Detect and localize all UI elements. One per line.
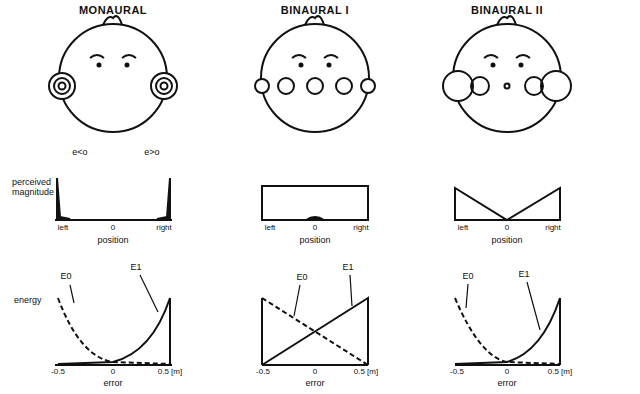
- axis-label: position: [299, 236, 330, 246]
- tick-label: 0.5 [m]: [158, 368, 182, 377]
- tick-label: right: [353, 224, 369, 233]
- head-monaural: [49, 16, 177, 132]
- column-heading: BINAURAL II: [471, 4, 543, 16]
- axis-label: position: [97, 236, 128, 246]
- tick-label: left: [458, 224, 469, 233]
- head-binaural-2: [443, 16, 571, 132]
- axis-title: energy: [14, 296, 42, 306]
- tick-label: 0: [505, 368, 509, 377]
- tick-label: right: [545, 224, 561, 233]
- column-heading: BINAURAL I: [281, 4, 349, 16]
- tick-label: left: [265, 224, 276, 233]
- energy-plots: [55, 298, 560, 365]
- curve-label: E1: [342, 263, 353, 273]
- tick-label: 0: [111, 368, 115, 377]
- curve-label: E1: [518, 270, 529, 280]
- leader-lines: [70, 275, 540, 330]
- tick-label: 0: [111, 224, 115, 233]
- head-binaural-1: [255, 16, 375, 132]
- condition-label: e<o: [72, 148, 87, 158]
- axis-title: perceived magnitude: [12, 178, 54, 198]
- curve-label: E0: [462, 272, 473, 282]
- curve-label: E1: [130, 263, 141, 273]
- tick-label: -0.5: [256, 368, 270, 377]
- tick-label: right: [156, 224, 172, 233]
- tick-label: -0.5: [51, 368, 65, 377]
- tick-label: 0: [313, 224, 317, 233]
- tick-label: 0: [313, 368, 317, 377]
- column-heading: MONAURAL: [79, 4, 147, 16]
- magnitude-plots: [55, 178, 560, 220]
- curve-label: E0: [296, 273, 307, 283]
- axis-label: error: [103, 379, 122, 389]
- axis-label: position: [491, 236, 522, 246]
- axis-label: error: [305, 379, 324, 389]
- tick-label: 0.5 [m]: [548, 368, 572, 377]
- tick-label: 0.5 [m]: [354, 368, 378, 377]
- tick-label: left: [58, 224, 69, 233]
- condition-label: e>o: [144, 148, 159, 158]
- curve-label: E0: [60, 272, 71, 282]
- tick-label: -0.5: [450, 368, 464, 377]
- axis-label: error: [497, 379, 516, 389]
- tick-label: 0: [505, 224, 509, 233]
